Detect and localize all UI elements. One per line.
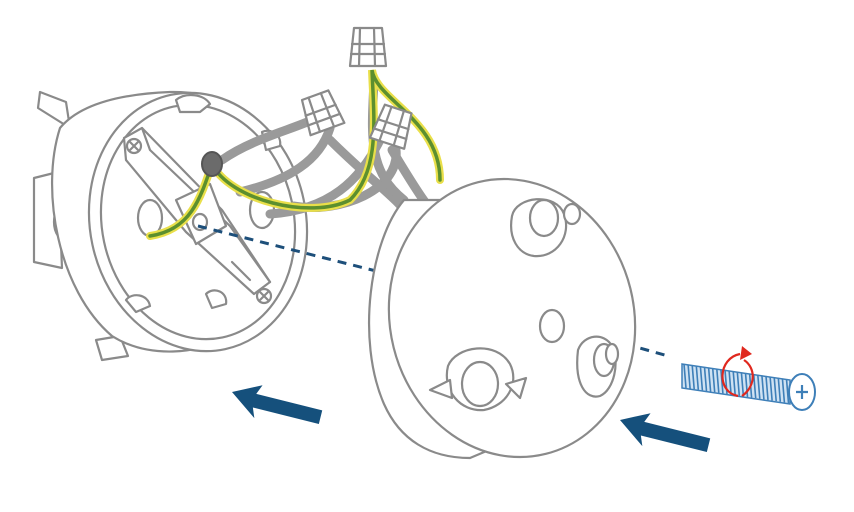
- screw-thread: [716, 368, 720, 393]
- screw-thread: [683, 363, 687, 389]
- screw-thread: [740, 372, 745, 397]
- screw-thread: [757, 374, 761, 399]
- ground-wire-stripe: [148, 69, 442, 238]
- screw-thread: [707, 367, 712, 392]
- screw-thread: [699, 366, 704, 391]
- wire-nut: [348, 26, 388, 68]
- screw-thread: [732, 371, 736, 396]
- screw-thread: [695, 365, 700, 390]
- screw-spacer: [576, 335, 620, 398]
- fixture-canopy: [368, 177, 637, 460]
- screw-thread: [752, 374, 757, 399]
- screw-thread: [761, 375, 765, 400]
- screw-thread: [781, 378, 786, 403]
- screw-thread: [711, 368, 716, 393]
- arrow-left-icon: [232, 385, 323, 424]
- rim-boss-bottom-left: [124, 294, 152, 314]
- rim-boss-top: [174, 94, 212, 114]
- wiring: [146, 68, 444, 240]
- screw-thread: [728, 370, 732, 395]
- screw-thread: [703, 366, 708, 392]
- rim-boss-bottom: [204, 289, 228, 310]
- screw-thread: [691, 365, 695, 390]
- gray-wire: [217, 115, 317, 165]
- strap-center-hole: [191, 212, 209, 232]
- arrow-left-icon: [620, 413, 711, 452]
- ground-screw: [201, 151, 223, 177]
- screw-thread: [785, 378, 790, 404]
- mounting-ear-bottom: [94, 334, 130, 362]
- strap-slot: [230, 260, 252, 282]
- wire-nut: [368, 103, 413, 150]
- mounting-strap: [122, 126, 273, 305]
- screw-threads: [681, 363, 791, 405]
- screw-thread: [777, 377, 782, 402]
- screw-thread: [765, 375, 769, 401]
- screw-thread: [773, 377, 777, 402]
- wire-nut: [300, 89, 346, 137]
- screw-thread: [769, 376, 773, 401]
- strap-screw-top: [125, 137, 143, 155]
- mounting-ear-left: [36, 90, 72, 130]
- canopy-wing-nut: [428, 347, 528, 412]
- canopy-center-hole: [538, 308, 566, 344]
- phillips-mounting-screw[interactable]: [681, 363, 816, 411]
- screw-thread: [687, 364, 691, 389]
- screw-thread: [736, 371, 741, 396]
- canopy-boss-top: [510, 198, 582, 258]
- phillips-cross-icon: [796, 385, 808, 399]
- strap-edge: [140, 126, 272, 284]
- clockwise-rotation-icon: [721, 346, 754, 398]
- strap-screw-bottom: [255, 287, 273, 305]
- gray-wire: [235, 123, 335, 197]
